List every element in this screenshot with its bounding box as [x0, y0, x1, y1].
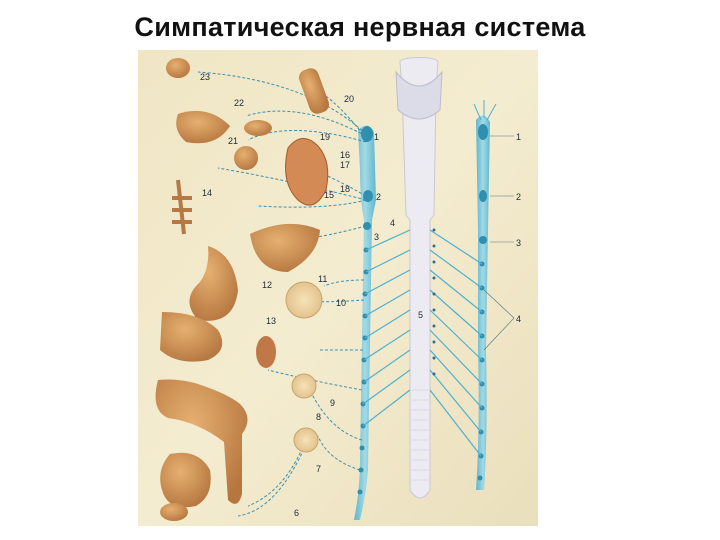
inferior-mesenteric-ganglion	[293, 427, 319, 453]
slide-title: Симпатическая нервная система	[134, 12, 586, 42]
organs	[155, 58, 330, 521]
label-17: 17	[340, 160, 350, 170]
salivary-gland-1	[244, 120, 272, 136]
kidney	[256, 336, 276, 368]
label-23: 23	[200, 72, 210, 82]
lacrimal-gland	[298, 68, 330, 114]
label-15: 15	[324, 190, 334, 200]
label-5: 5	[418, 310, 423, 320]
sympathetic-nervous-system-illustration: 23 22 20 21 19 1 16 17 18 2 14 15 4 3 11…	[138, 50, 538, 526]
duodenum-small-intestine	[160, 312, 223, 362]
genital-organ	[160, 503, 188, 521]
label-7: 7	[316, 464, 321, 474]
label-1-right: 1	[516, 132, 521, 142]
label-19: 19	[320, 132, 330, 142]
label-18: 18	[340, 184, 350, 194]
bladder-genitals	[160, 452, 211, 508]
label-11: 11	[318, 274, 327, 284]
label-8: 8	[316, 412, 321, 422]
stomach	[189, 246, 238, 321]
label-6: 6	[294, 508, 299, 518]
rami-communicantes	[362, 229, 483, 457]
nasal-mucosa	[176, 110, 230, 144]
label-21: 21	[228, 136, 238, 146]
label-2-left: 2	[376, 192, 381, 202]
colon	[155, 379, 248, 504]
label-13: 13	[266, 316, 276, 326]
label-10: 10	[336, 298, 346, 308]
label-3-left: 3	[374, 232, 379, 242]
superior-mesenteric-ganglion	[291, 373, 317, 399]
spinal-cord	[395, 57, 443, 499]
label-22: 22	[234, 98, 244, 108]
figure-labels: 23 22 20 21 19 1 16 17 18 2 14 15 4 3 11…	[200, 72, 521, 518]
liver	[250, 223, 320, 272]
label-20: 20	[344, 94, 354, 104]
label-leader-lines	[483, 135, 515, 351]
eye	[166, 58, 190, 78]
heart	[285, 138, 329, 206]
label-1-left: 1	[374, 132, 379, 142]
salivary-gland-2	[234, 146, 258, 170]
label-14: 14	[202, 188, 212, 198]
label-9: 9	[330, 398, 335, 408]
label-12: 12	[262, 280, 272, 290]
celiac-ganglion	[285, 281, 323, 319]
intermediolateral-nuclei	[432, 228, 436, 376]
trachea-bronchi	[172, 179, 192, 235]
label-4-right: 4	[516, 314, 521, 324]
label-3-right: 3	[516, 238, 521, 248]
label-4-left: 4	[390, 218, 395, 228]
label-16: 16	[340, 150, 350, 160]
label-2-right: 2	[516, 192, 521, 202]
